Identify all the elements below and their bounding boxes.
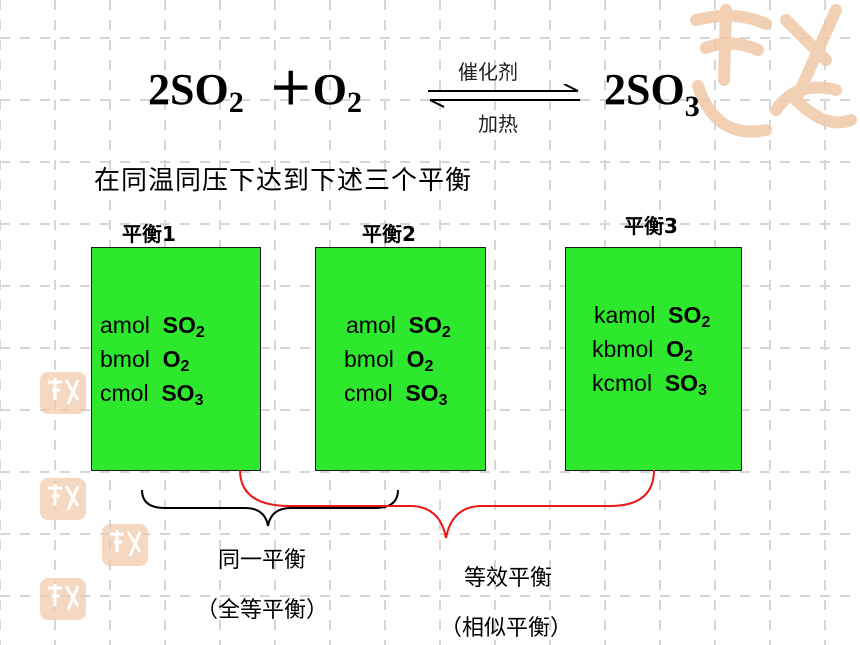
eq3-o2-line: kbmol O2 bbox=[592, 336, 693, 365]
equilibrium-3-label: 平衡3 bbox=[624, 214, 678, 238]
eq3-so3-line: kcmol SO3 bbox=[592, 370, 707, 399]
reaction-product: 2SO3 bbox=[604, 65, 700, 123]
equilibrium-1-box: amol SO2 bmol O2 cmol SO3 bbox=[91, 247, 261, 471]
eq1-so3-line: cmol SO3 bbox=[100, 380, 204, 409]
eq1-o2-line: bmol O2 bbox=[100, 346, 190, 375]
eq3-so2-line: kamol SO2 bbox=[594, 302, 711, 331]
seal-small-3-icon bbox=[102, 524, 148, 566]
reactant-o2: ＋O bbox=[268, 65, 347, 114]
catalyst-label: 催化剂 bbox=[458, 60, 518, 84]
eq2-so2-line: amol SO2 bbox=[346, 312, 451, 341]
heat-label: 加热 bbox=[478, 112, 518, 136]
product-so3: 2SO bbox=[604, 65, 685, 114]
identical-equilibrium-caption: 同一平衡 bbox=[218, 548, 307, 573]
reactant-so2: 2SO bbox=[148, 65, 229, 114]
eq1-so2-line: amol SO2 bbox=[100, 312, 205, 341]
equilibrium-3-box: kamol SO2 kbmol O2 kcmol SO3 bbox=[565, 247, 742, 471]
equivalent-equilibrium-note: （相似平衡） bbox=[440, 616, 573, 641]
seal-small-2-icon bbox=[40, 478, 86, 520]
equilibrium-1-label: 平衡1 bbox=[122, 222, 176, 246]
condition-subtitle: 在同温同压下达到下述三个平衡 bbox=[94, 166, 473, 196]
reversible-arrow-icon bbox=[428, 84, 580, 108]
equilibrium-2-label: 平衡2 bbox=[362, 222, 416, 246]
eq2-o2-line: bmol O2 bbox=[344, 346, 434, 375]
identical-equilibrium-note: （全等平衡） bbox=[196, 598, 329, 623]
eq2-so3-line: cmol SO3 bbox=[344, 380, 448, 409]
seal-large-top-right-icon bbox=[690, 4, 857, 138]
equilibrium-2-box: amol SO2 bmol O2 cmol SO3 bbox=[315, 247, 486, 471]
reaction-reactants: 2SO2 ＋O2 bbox=[148, 65, 362, 119]
seal-small-4-icon bbox=[40, 578, 86, 620]
seal-small-1-icon bbox=[40, 372, 86, 414]
equivalent-equilibrium-caption: 等效平衡 bbox=[464, 566, 553, 591]
